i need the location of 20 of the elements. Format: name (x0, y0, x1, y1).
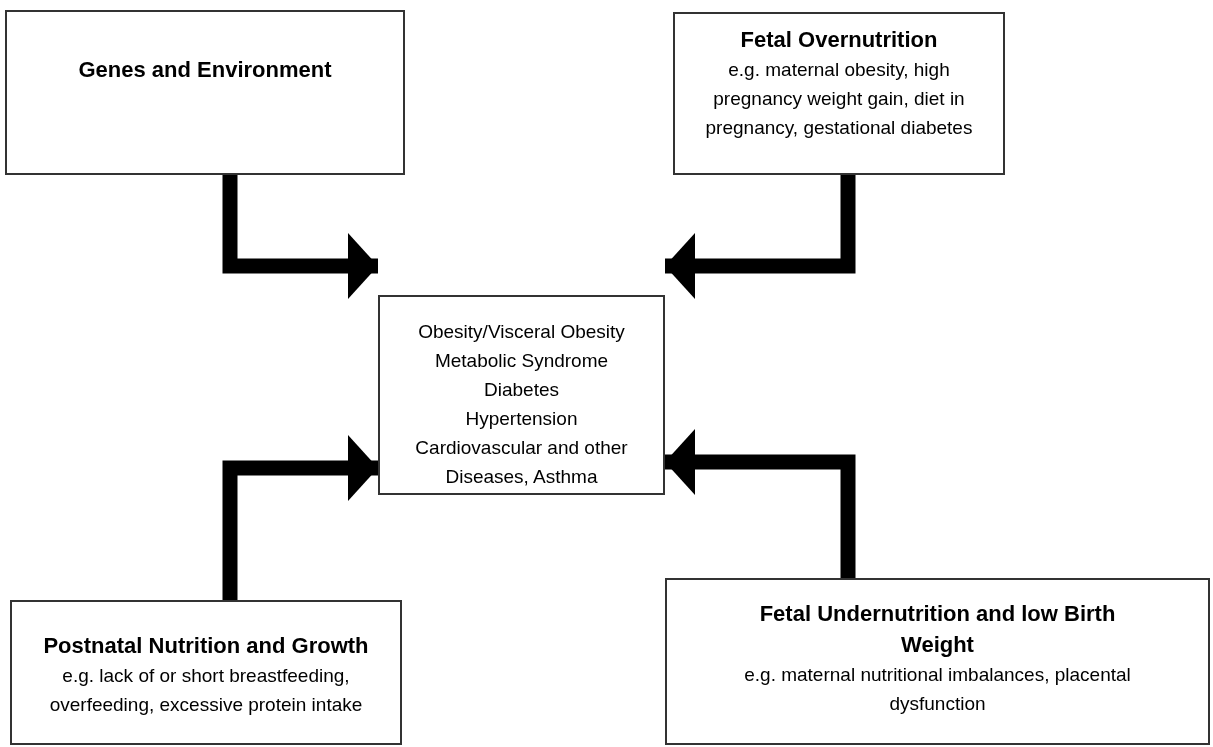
text-box (5, 10, 405, 175)
condition-text: Hypertension (465, 407, 578, 431)
text-box (10, 600, 402, 745)
condition-text: Metabolic Syndrome (434, 349, 609, 373)
box-heading: Fetal Overnutrition (740, 26, 938, 54)
box-heading: Genes and Environment (78, 56, 332, 84)
box-body-text: e.g. lack of or short breastfeeding, overfeeding, excessive protein intake (48, 664, 364, 717)
text-box (673, 12, 1005, 175)
box-body-text: e.g. maternal obesity, high pregnancy weight gain, diet in pregnancy, gestational diabetes (704, 58, 974, 140)
condition-text: Diabetes (484, 378, 559, 402)
arrow (665, 175, 856, 299)
arrow (222, 175, 378, 299)
box-heading: Fetal Undernutrition and low Birth Weight (758, 600, 1117, 659)
text-box (665, 578, 1210, 745)
box-body-text: e.g. maternal nutritional imbalances, placental dysfunction (743, 663, 1132, 716)
arrow (222, 435, 378, 600)
box-heading: Postnatal Nutrition and Growth (43, 632, 369, 660)
condition-text: Cardiovascular and other Diseases, Asthma (414, 436, 629, 489)
text-box (378, 295, 665, 495)
condition-text: Obesity/Visceral Obesity (418, 320, 625, 344)
